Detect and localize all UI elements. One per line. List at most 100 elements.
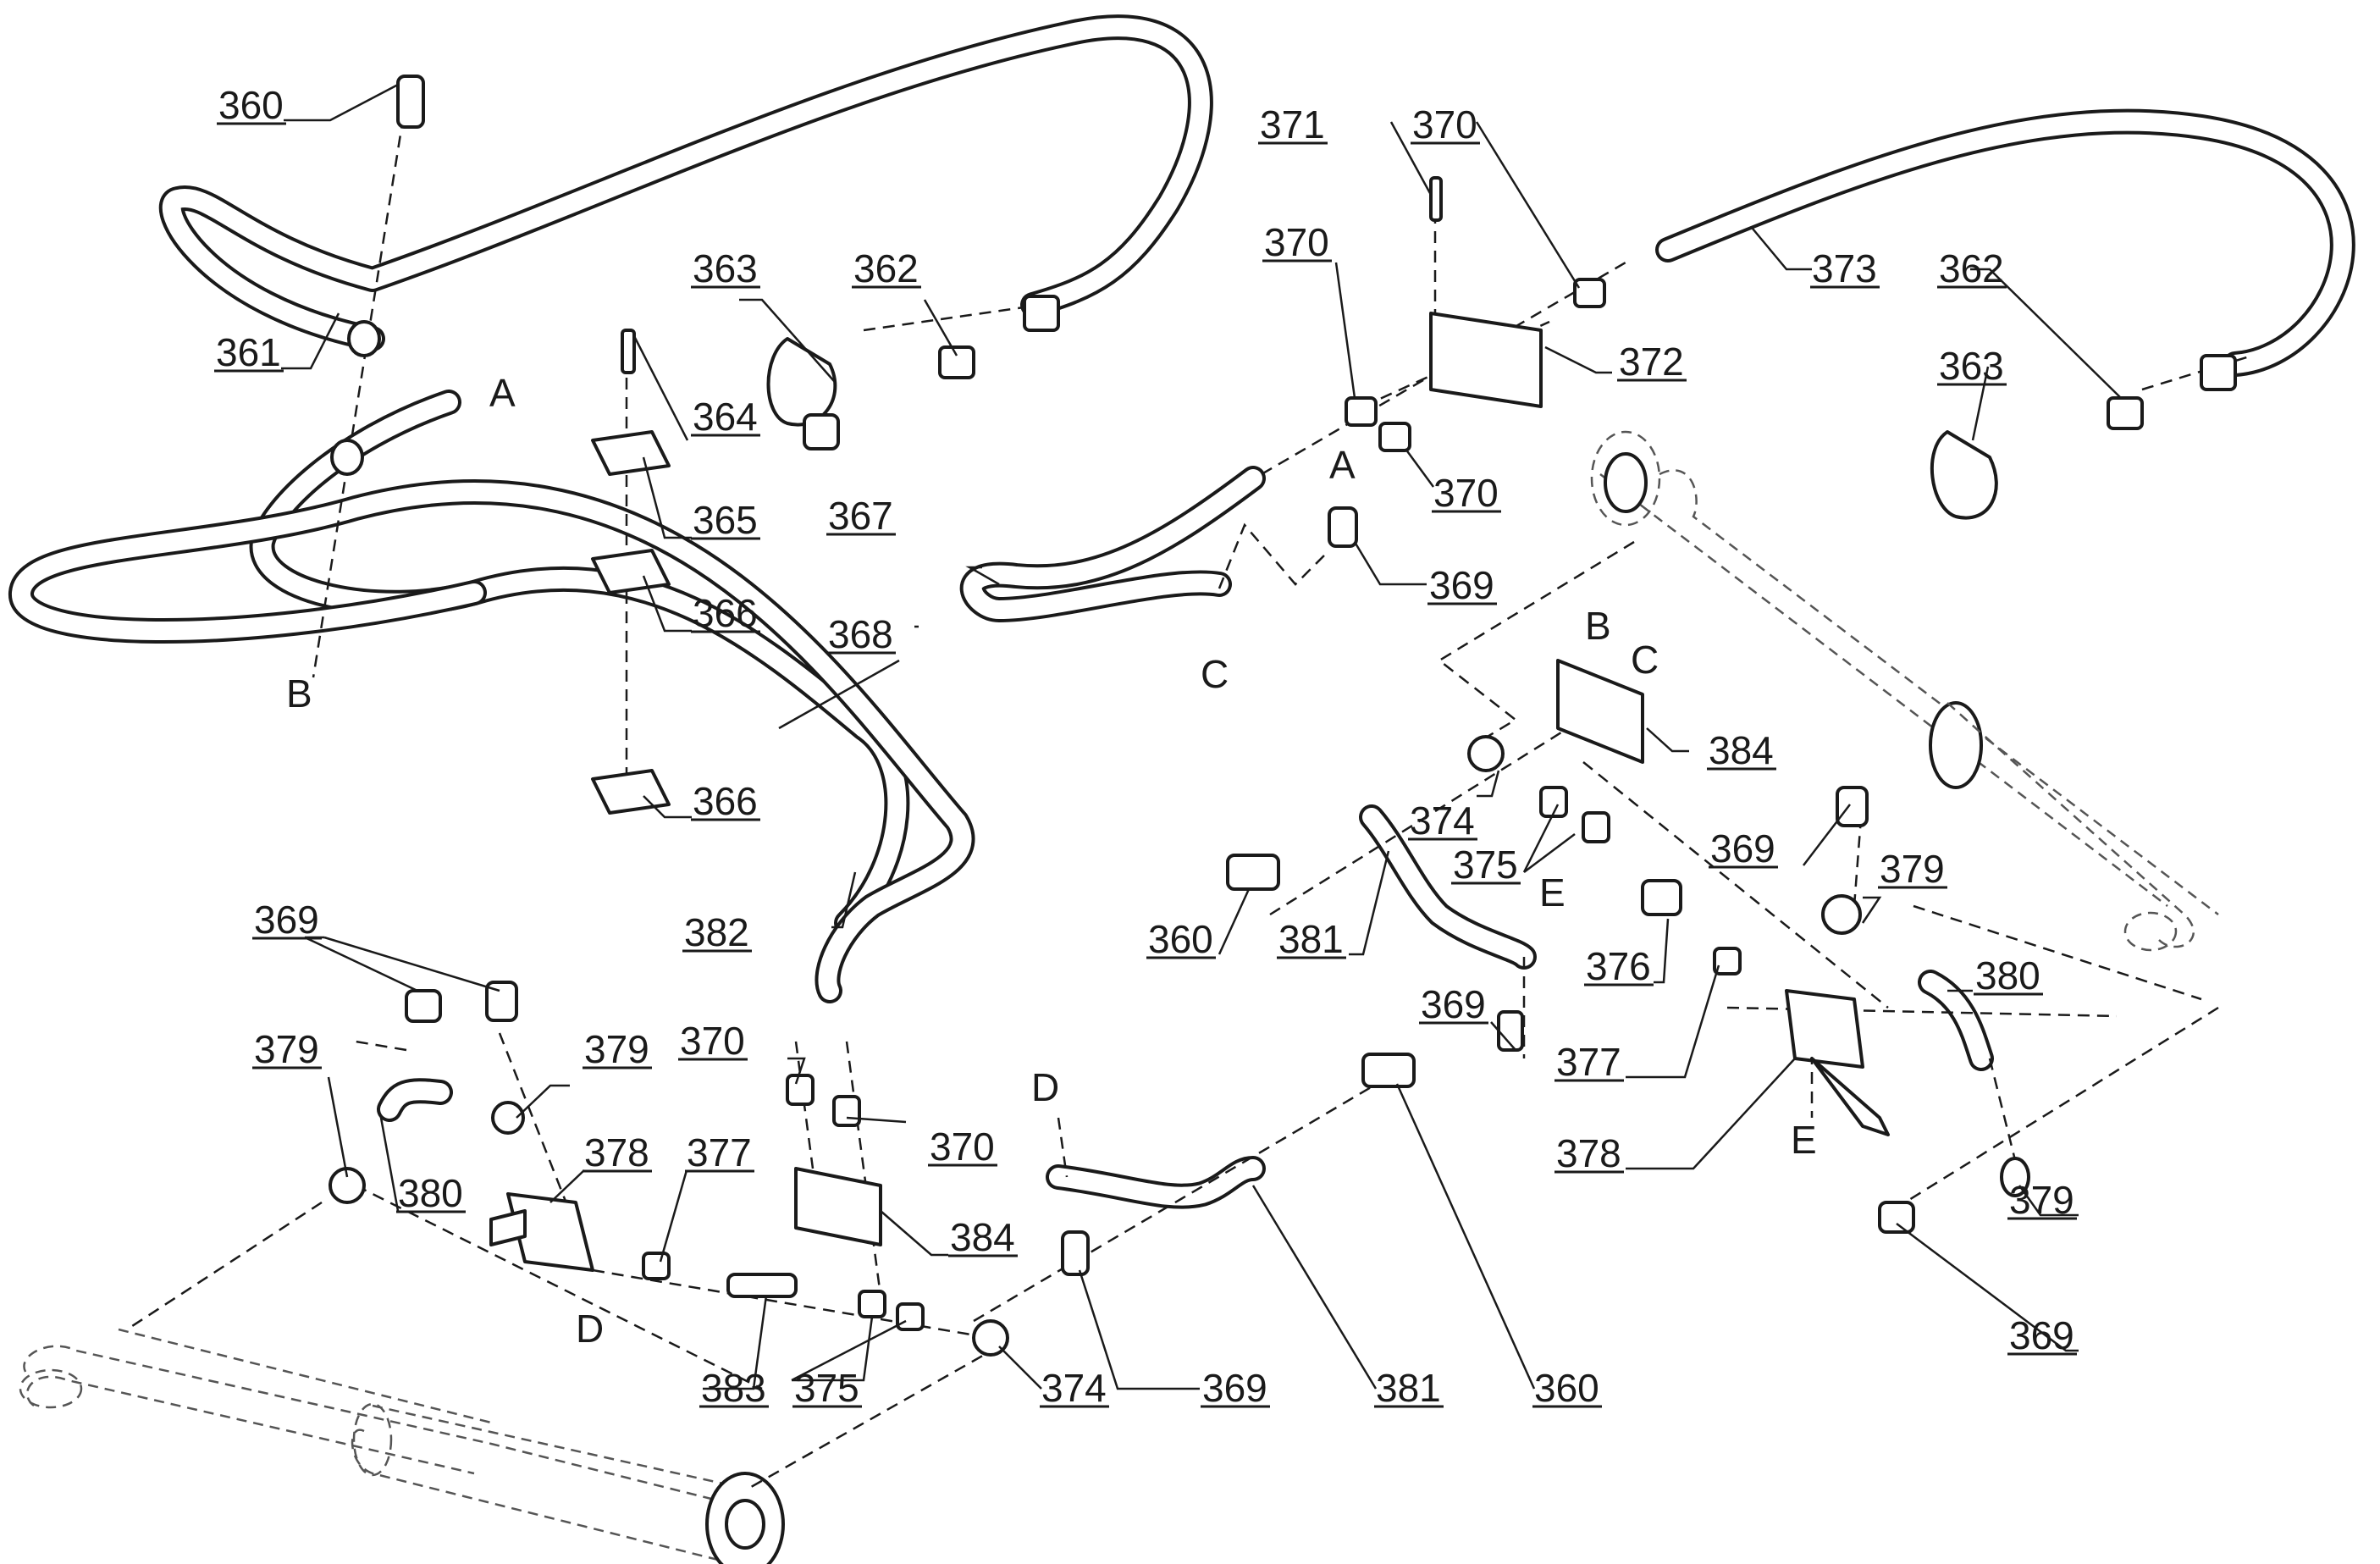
callout-379-mid: 379	[584, 1027, 649, 1071]
callout-381-low: 381	[1376, 1366, 1441, 1410]
tee-375-left-a	[858, 1290, 886, 1318]
pin-364	[621, 329, 636, 374]
callout-369-left: 369	[254, 898, 319, 942]
fitting-362-right	[2107, 396, 2144, 430]
callout-360-low: 360	[1534, 1366, 1599, 1410]
right-cylinder	[1590, 430, 2219, 952]
fitting-370-b	[1378, 422, 1411, 452]
callout-379-left: 379	[254, 1027, 319, 1071]
callout-372: 372	[1619, 340, 1684, 384]
fitting-362-left	[938, 345, 975, 379]
callout-369-lower-right: 369	[2009, 1313, 2074, 1357]
connection-letter-a-left: A	[489, 371, 516, 415]
connection-letter-c-right: C	[1631, 638, 1659, 682]
callout-377-right: 377	[1556, 1040, 1621, 1084]
callout-370-left-a: 370	[680, 1019, 745, 1063]
fitting-370-left-b	[832, 1095, 861, 1127]
callout-382: 382	[684, 910, 749, 954]
callout-370-left: 370	[1264, 220, 1329, 264]
callout-373: 373	[1812, 246, 1877, 290]
fitting-377-left	[642, 1252, 671, 1280]
callout-379-right: 379	[1880, 847, 1945, 891]
callout-361: 361	[216, 330, 281, 374]
callout-368: 368	[828, 612, 893, 656]
callout-370-top: 370	[1412, 102, 1477, 146]
fitting-370-left-a	[786, 1074, 815, 1106]
callout-369-mid: 369	[1421, 982, 1486, 1026]
connection-letter-c-left: C	[1201, 652, 1229, 696]
adapter-376	[1641, 879, 1682, 916]
callout-360-right: 360	[1148, 917, 1213, 961]
callout-380-right: 380	[1975, 953, 2040, 998]
connection-letter-b-left: B	[286, 671, 312, 716]
banjo-379-mid	[491, 1101, 525, 1135]
adapter-383	[726, 1273, 798, 1298]
callout-377-left: 377	[687, 1130, 752, 1174]
connection-letter-a-right: A	[1329, 443, 1356, 487]
callout-376: 376	[1586, 944, 1651, 988]
callouts: 360 361 363 362 364 365 366 367 368 366 …	[214, 83, 2077, 1410]
callout-364: 364	[693, 395, 758, 439]
callout-375-right: 375	[1453, 843, 1518, 887]
banjo-bolt-360-top	[396, 75, 425, 129]
pull-ring-363-right	[1930, 430, 1998, 520]
tee-375-right-a	[1539, 786, 1568, 818]
connection-letter-b-right: B	[1585, 604, 1611, 648]
callout-379-low: 379	[2009, 1178, 2074, 1222]
callout-375-left: 375	[794, 1366, 859, 1410]
callout-384-left: 384	[950, 1215, 1015, 1259]
banjo-bolt-369-left-b	[485, 981, 518, 1022]
callout-363: 363	[693, 246, 758, 290]
callout-374-left: 374	[1041, 1366, 1107, 1410]
fitting-370-top	[1573, 278, 1606, 308]
clamp-366-upper	[591, 549, 671, 594]
pin-371	[1429, 176, 1443, 222]
callout-370-left-b: 370	[930, 1125, 995, 1169]
clamp-366-lower	[591, 769, 671, 815]
banjo-bolt-369-right	[1836, 786, 1869, 827]
callout-370-a: 370	[1433, 471, 1499, 515]
banjo-bolt-369-low	[1061, 1230, 1090, 1276]
banjo-fitting-361	[347, 320, 381, 357]
callout-366-lower: 366	[693, 779, 758, 823]
banjo-bolt-360-right	[1226, 854, 1280, 891]
valve-block-384-right	[1556, 659, 1644, 764]
callout-369-right: 369	[1710, 826, 1775, 870]
parts	[329, 75, 2237, 1357]
valve-block-384-left	[794, 1167, 882, 1246]
callout-380-left: 380	[398, 1171, 463, 1215]
banjo-379-left	[329, 1167, 366, 1204]
lower-left-cylinder	[19, 1328, 785, 1564]
callout-369-low: 369	[1202, 1366, 1267, 1410]
callout-362: 362	[853, 246, 919, 290]
callout-369-top: 369	[1429, 563, 1494, 607]
callout-363-right: 363	[1939, 344, 2004, 388]
banjo-bolt-360-low	[1361, 1053, 1416, 1088]
hoses	[8, 14, 2355, 1209]
fitting-370-a	[1345, 396, 1378, 427]
connection-letter-d-right: D	[1031, 1065, 1059, 1109]
banjo-bolt-369-top	[1328, 506, 1358, 548]
callout-371: 371	[1260, 102, 1325, 146]
connection-letter-e-top: E	[1539, 870, 1565, 915]
callout-366: 366	[693, 591, 758, 635]
pull-ring-363-left	[766, 337, 837, 427]
connection-letter-d-left: D	[576, 1307, 604, 1351]
callout-365: 365	[693, 498, 758, 542]
callout-384-right: 384	[1709, 728, 1774, 772]
banjo-379-low	[2000, 1157, 2030, 1197]
banjo-379-right	[1821, 894, 1862, 935]
callout-367: 367	[828, 494, 893, 538]
ball-valve-378-right	[1785, 989, 1864, 1069]
banjo-bolt-369-left-a	[405, 989, 442, 1023]
block-372	[1429, 312, 1543, 408]
tee-375-right-b	[1582, 811, 1610, 843]
callout-374-right: 374	[1410, 799, 1475, 843]
callout-378-right: 378	[1556, 1131, 1621, 1175]
callout-360: 360	[218, 83, 284, 127]
bracket-365	[591, 430, 671, 476]
fitting-377-right	[1713, 947, 1742, 975]
connection-letter-e-bottom: E	[1791, 1118, 1817, 1162]
callout-378-left: 378	[584, 1130, 649, 1174]
